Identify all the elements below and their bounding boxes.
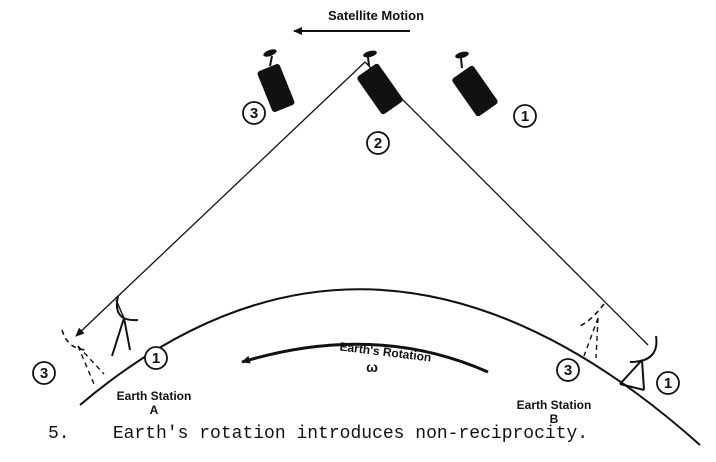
satellite-position-marker-3: 3 (242, 101, 266, 125)
earth-station-b-dish (619, 335, 658, 391)
earth-rotation-symbol: ω (366, 359, 378, 375)
station-b-position-marker-1: 1 (656, 371, 680, 395)
svg-text:3: 3 (250, 105, 258, 122)
earth-station-a-dish-position-3 (61, 329, 105, 385)
earth-station-b-letter: B (550, 412, 559, 426)
earth-station-a-dish (111, 295, 139, 357)
svg-text:1: 1 (152, 350, 160, 367)
svg-text:2: 2 (374, 135, 382, 152)
figure-caption: 5. Earth's rotation introduces non-recip… (48, 424, 588, 444)
signal-path-to-station-b (364, 61, 649, 346)
figure-caption-text: Earth's rotation introduces non-reciproc… (112, 424, 589, 444)
earth-station-b-name: Earth Station (517, 398, 592, 412)
svg-text:3: 3 (40, 365, 48, 382)
svg-text:1: 1 (664, 375, 672, 392)
satellite-position-marker-1: 1 (513, 104, 537, 128)
earth-station-b-dish-position-3 (579, 303, 605, 359)
figure-number: 5. (48, 424, 70, 444)
svg-text:1: 1 (521, 108, 529, 125)
signal-path-to-station-a (75, 61, 366, 337)
station-b-position-marker-3: 3 (556, 358, 580, 382)
earth-rotation-arrow (241, 342, 489, 374)
svg-text:3: 3 (564, 362, 572, 379)
satellite-motion-label: Satellite Motion (328, 8, 424, 23)
earth-surface-arc (79, 288, 701, 446)
satellite-position-marker-2: 2 (366, 131, 390, 155)
satellite-position-1 (452, 51, 498, 117)
satellite-position-3 (257, 49, 295, 112)
earth-station-a-name: Earth Station (117, 389, 192, 403)
satellite-position-2 (357, 50, 403, 115)
station-a-position-marker-1: 1 (144, 346, 168, 370)
station-a-position-marker-3: 3 (32, 361, 56, 385)
earth-rotation-label: Earth's Rotation (339, 339, 432, 364)
earth-station-a-letter: A (150, 403, 159, 417)
